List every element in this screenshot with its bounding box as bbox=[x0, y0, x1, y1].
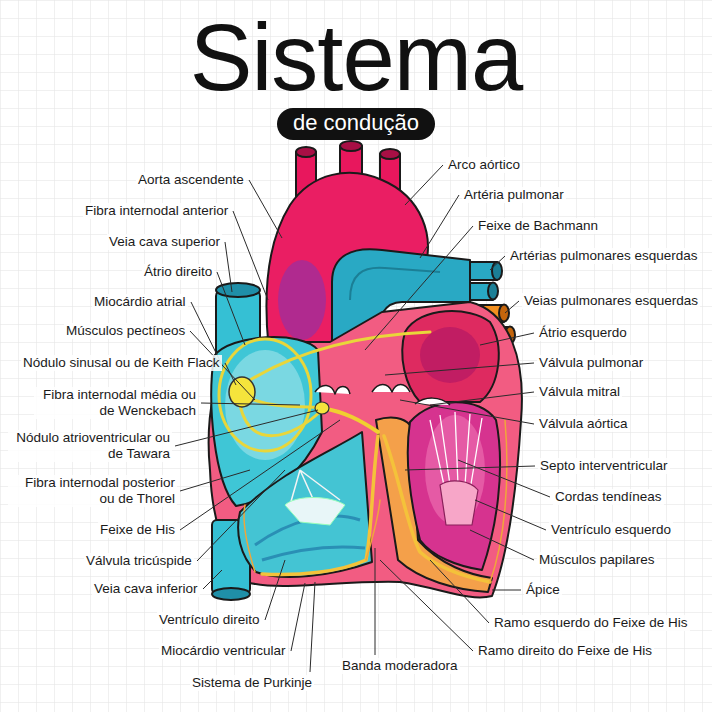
part-label: Ventrículo direito bbox=[157, 612, 262, 628]
leader-line bbox=[197, 470, 285, 561]
heart-shape bbox=[285, 498, 345, 526]
leader-line bbox=[365, 226, 473, 350]
leader-line bbox=[217, 272, 245, 345]
heart-shape bbox=[384, 436, 490, 582]
part-label: Válvula mitral bbox=[537, 384, 622, 400]
part-label: Átrio esquerdo bbox=[537, 325, 629, 341]
part-label: Músculos papilares bbox=[537, 552, 657, 568]
part-label: Fibra internodal média ou de Wenckebach bbox=[34, 387, 198, 419]
heart-shape bbox=[440, 481, 478, 525]
part-label: Átrio direito bbox=[142, 264, 214, 280]
heart-shape bbox=[372, 385, 410, 393]
heart-shape bbox=[216, 283, 260, 297]
part-label: Feixe de His bbox=[98, 522, 177, 538]
part-label: Veia cava inferior bbox=[92, 581, 200, 597]
leader-line bbox=[475, 500, 546, 530]
heart-shape bbox=[350, 268, 440, 300]
leader-line bbox=[490, 256, 505, 270]
part-label: Veias pulmonares esquerdas bbox=[522, 293, 700, 309]
part-label: Nódulo atrioventricular ou de Tawara bbox=[8, 430, 172, 462]
leader-line bbox=[430, 392, 534, 405]
heart-shape bbox=[296, 147, 316, 157]
part-label: Miocárdio atrial bbox=[92, 294, 188, 310]
leader-line bbox=[380, 560, 473, 651]
leader-line bbox=[180, 470, 250, 491]
part-label: Sistema de Purkinje bbox=[190, 675, 314, 691]
part-label: Válvula tricúspide bbox=[84, 553, 194, 569]
heart-shape bbox=[315, 402, 329, 414]
heart-shape bbox=[408, 402, 500, 570]
heart-shape bbox=[240, 405, 322, 436]
part-label: Ventrículo esquerdo bbox=[549, 522, 673, 538]
part-label: Ramo esquerdo do Feixe de His bbox=[492, 615, 690, 631]
heart-shape bbox=[425, 415, 485, 525]
leader-line bbox=[225, 363, 236, 385]
leader-line bbox=[405, 466, 535, 470]
part-label: Artéria pulmonar bbox=[462, 187, 566, 203]
heart-shape bbox=[238, 432, 372, 577]
leader-line bbox=[291, 583, 305, 651]
heart-shape bbox=[315, 385, 350, 394]
part-label: Banda moderadora bbox=[340, 658, 460, 674]
heart-shape bbox=[340, 141, 362, 151]
leader-line bbox=[233, 211, 268, 300]
heart-shape bbox=[262, 436, 378, 574]
heart-shape bbox=[430, 412, 482, 490]
leader-line bbox=[480, 333, 534, 345]
heart-shape bbox=[248, 398, 322, 408]
part-label: Válvula aórtica bbox=[537, 416, 630, 432]
leader-line bbox=[400, 400, 534, 424]
part-label: Artérias pulmonares esquerdas bbox=[508, 248, 700, 264]
leader-line bbox=[385, 363, 534, 375]
part-label: Fibra internodal posterior ou de Thorel bbox=[8, 475, 177, 507]
heart-shape bbox=[250, 332, 430, 380]
heart-shape bbox=[209, 302, 522, 597]
part-label: Cordas tendíneas bbox=[553, 489, 664, 505]
part-label: Fibra internodal anterior bbox=[83, 203, 230, 219]
part-label: Ápice bbox=[524, 582, 562, 598]
heart-shape bbox=[366, 500, 380, 560]
heart-shape bbox=[488, 283, 498, 300]
heart-shape bbox=[380, 149, 400, 159]
leader-line bbox=[180, 420, 340, 530]
leader-line bbox=[249, 180, 282, 238]
leader-line bbox=[405, 165, 443, 205]
part-label: Septo interventricular bbox=[538, 458, 670, 474]
heart-shape bbox=[229, 377, 255, 407]
part-label: Músculos pectíneos bbox=[64, 323, 187, 339]
leader-line bbox=[430, 560, 489, 623]
leader-line bbox=[492, 590, 521, 591]
leader-line bbox=[470, 530, 534, 560]
leader-line bbox=[225, 242, 232, 292]
part-label: Válvula pulmonar bbox=[537, 355, 645, 371]
heart-shape bbox=[212, 588, 250, 600]
heart-shape bbox=[499, 305, 509, 322]
heart-shape bbox=[209, 141, 522, 600]
part-label: Aorta ascendente bbox=[136, 172, 246, 188]
heart-shape bbox=[219, 332, 507, 582]
part-label: Veia cava superior bbox=[107, 234, 222, 250]
part-label: Arco aórtico bbox=[446, 157, 522, 173]
part-label: Miocárdio ventricular bbox=[159, 643, 288, 659]
heart-shape bbox=[492, 262, 502, 280]
subtitle-text: de condução bbox=[293, 110, 419, 135]
heart-shape bbox=[420, 327, 480, 383]
part-label: Ramo direito do Feixe de His bbox=[476, 643, 654, 659]
leader-line bbox=[203, 570, 222, 589]
heart-shape bbox=[278, 260, 326, 340]
subtitle-pill: de condução bbox=[277, 108, 435, 140]
leader-line bbox=[375, 548, 376, 655]
leader-line bbox=[265, 560, 285, 620]
part-label: Feixe de Bachmann bbox=[476, 218, 600, 234]
leader-line bbox=[505, 301, 519, 313]
leader-line bbox=[310, 582, 315, 672]
heart-shape bbox=[322, 408, 378, 432]
part-label: Nódulo sinusal ou de Keith Flack bbox=[21, 355, 222, 371]
leader-line bbox=[458, 460, 550, 497]
leader-line bbox=[201, 403, 300, 405]
title: Sistema bbox=[0, 8, 712, 108]
heart-shape bbox=[402, 311, 498, 402]
